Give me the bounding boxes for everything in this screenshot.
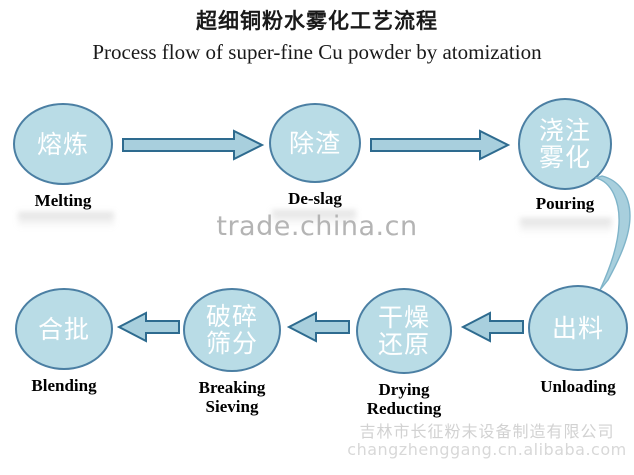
node-unloading[interactable]: 出料 Unloading	[528, 285, 628, 396]
node-de-slag-circle: 除渣	[269, 103, 361, 183]
node-unloading-chinese: 出料	[551, 313, 604, 343]
arrow-breaking-to-blending	[116, 311, 180, 343]
reflection-smudge-left	[18, 212, 114, 228]
node-blending-circle: 合批	[15, 288, 113, 370]
node-pouring[interactable]: 浇注 雾化 Pouring	[518, 98, 612, 213]
node-drying-reducting-label: Drying Reducting	[366, 380, 442, 418]
node-pouring-label: Pouring	[535, 194, 595, 213]
node-drying-reducting-circle: 干燥 还原	[356, 288, 452, 374]
node-breaking-sieving-circle: 破碎 筛分	[183, 288, 281, 372]
node-de-slag[interactable]: 除渣 De-slag	[269, 103, 361, 208]
title-chinese: 超细铜粉水雾化工艺流程	[196, 9, 438, 33]
arrow-deslag-to-pouring	[370, 129, 511, 161]
node-breaking-sieving-label: Breaking Sieving	[198, 378, 266, 416]
watermark-company-name: 吉林市长征粉末设备制造有限公司	[359, 422, 615, 441]
arrow-left-icon	[460, 311, 524, 343]
arrow-melting-to-deslag	[122, 129, 265, 161]
node-blending[interactable]: 合批 Blending	[15, 288, 113, 395]
title-english: Process flow of super-fine Cu powder by …	[92, 40, 542, 64]
node-pouring-chinese: 浇注 雾化	[538, 116, 591, 172]
reflection-smudge-center	[272, 210, 356, 226]
node-melting-chinese: 熔炼	[36, 129, 89, 159]
node-drying-reducting[interactable]: 干燥 还原 Drying Reducting	[356, 288, 452, 418]
node-melting-circle: 熔炼	[13, 103, 113, 185]
curved-arrow-down-icon	[595, 175, 631, 291]
arrow-right-icon	[122, 129, 265, 161]
node-blending-label: Blending	[31, 376, 97, 395]
node-drying-reducting-chinese: 干燥 还原	[377, 303, 430, 359]
watermark-trade-china: trade.china.cn	[216, 211, 418, 242]
node-blending-chinese: 合批	[37, 314, 90, 344]
node-melting-label: Melting	[34, 191, 92, 210]
arrow-unloading-to-drying	[460, 311, 524, 343]
arrow-left-icon	[116, 311, 180, 343]
arrow-right-icon	[370, 129, 511, 161]
node-melting[interactable]: 熔炼 Melting	[13, 103, 113, 210]
node-pouring-circle: 浇注 雾化	[518, 98, 612, 190]
watermark-alibaba-url: changzhenggang.cn.alibaba.com	[347, 440, 627, 459]
node-breaking-sieving[interactable]: 破碎 筛分 Breaking Sieving	[183, 288, 281, 416]
node-de-slag-chinese: 除渣	[288, 128, 341, 158]
arrow-left-icon	[286, 311, 350, 343]
node-unloading-label: Unloading	[540, 377, 616, 396]
node-de-slag-label: De-slag	[288, 189, 342, 208]
diagram-title: 超细铜粉水雾化工艺流程 Process flow of super-fine C…	[0, 6, 634, 67]
node-unloading-circle: 出料	[528, 285, 628, 371]
node-breaking-sieving-chinese: 破碎 筛分	[205, 302, 258, 358]
arrow-drying-to-breaking	[286, 311, 350, 343]
arrow-pouring-to-unloading	[586, 175, 634, 294]
